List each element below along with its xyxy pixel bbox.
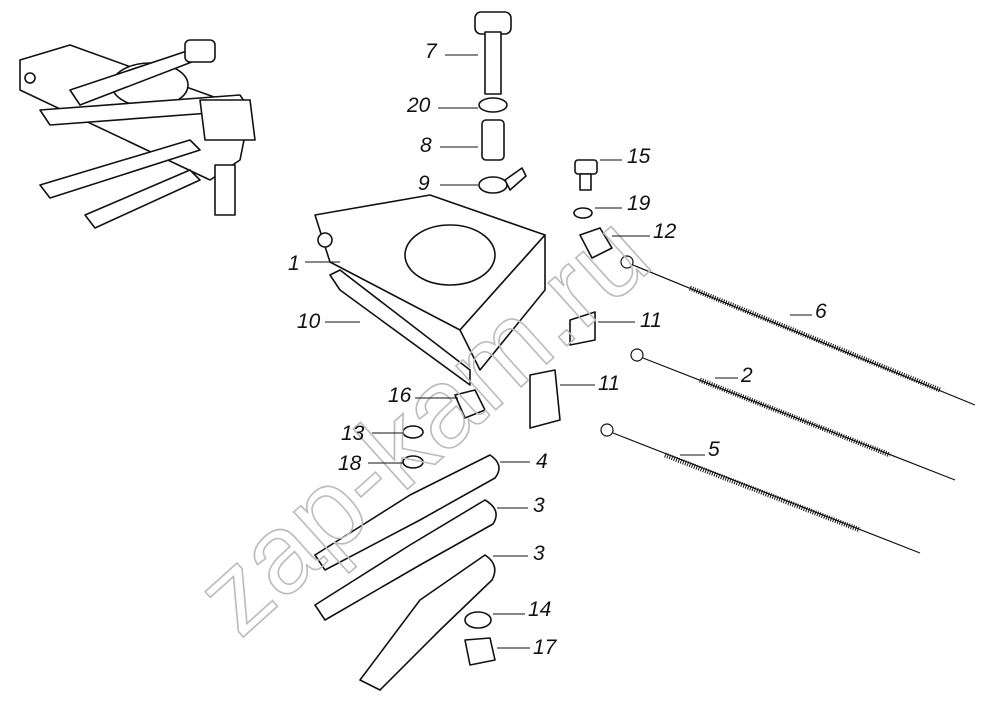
part-20-washer bbox=[478, 97, 508, 113]
callout-13: 13 bbox=[341, 422, 365, 445]
callout-5: 5 bbox=[708, 438, 720, 461]
part-14-washer bbox=[464, 611, 492, 629]
callouts: 7 20 8 9 15 19 12 1 10 6 11 2 11 16 5 13… bbox=[288, 40, 827, 659]
callout-2: 2 bbox=[740, 364, 753, 387]
callout-12: 12 bbox=[653, 220, 677, 243]
part-11-clip-lower bbox=[529, 369, 561, 429]
callout-14: 14 bbox=[528, 598, 551, 621]
part-1-bracket bbox=[314, 194, 546, 371]
part-9-bracket bbox=[478, 167, 527, 194]
callout-7: 7 bbox=[425, 40, 438, 63]
callout-11-upper: 11 bbox=[640, 309, 662, 332]
part-13-washer bbox=[402, 425, 424, 439]
callout-4: 4 bbox=[536, 450, 548, 473]
part-3-lever-upper bbox=[314, 499, 497, 621]
part-17-nut bbox=[464, 637, 496, 666]
callout-1: 1 bbox=[288, 252, 300, 275]
part-19-washer bbox=[573, 207, 593, 219]
part-6-cable bbox=[620, 255, 976, 406]
part-15-bolt bbox=[574, 159, 598, 191]
callout-6: 6 bbox=[815, 300, 827, 323]
callout-10: 10 bbox=[297, 310, 321, 333]
callout-3-upper: 3 bbox=[533, 494, 545, 517]
callout-8: 8 bbox=[420, 134, 432, 157]
callout-3-lower: 3 bbox=[533, 542, 545, 565]
part-2-cable bbox=[630, 348, 956, 481]
part-18-washer bbox=[402, 455, 424, 469]
callout-9: 9 bbox=[418, 172, 430, 195]
part-10-plate bbox=[329, 269, 471, 386]
callout-16: 16 bbox=[388, 384, 412, 407]
part-4-lever bbox=[314, 454, 500, 571]
part-12-clip bbox=[579, 227, 613, 259]
part-11-clip-upper bbox=[569, 311, 596, 346]
part-7-pin bbox=[474, 11, 512, 95]
callout-19: 19 bbox=[627, 192, 651, 215]
part-16-nut bbox=[454, 389, 486, 419]
part-8-bushing bbox=[481, 119, 505, 161]
callout-18: 18 bbox=[338, 452, 362, 475]
part-3-lever-lower bbox=[359, 554, 496, 691]
callout-17: 17 bbox=[533, 636, 558, 659]
callout-11-lower: 11 bbox=[598, 372, 620, 395]
part-5-cable bbox=[600, 423, 921, 554]
callout-15: 15 bbox=[627, 145, 651, 168]
callout-20: 20 bbox=[406, 94, 431, 117]
assembled-view-inset bbox=[19, 39, 256, 229]
